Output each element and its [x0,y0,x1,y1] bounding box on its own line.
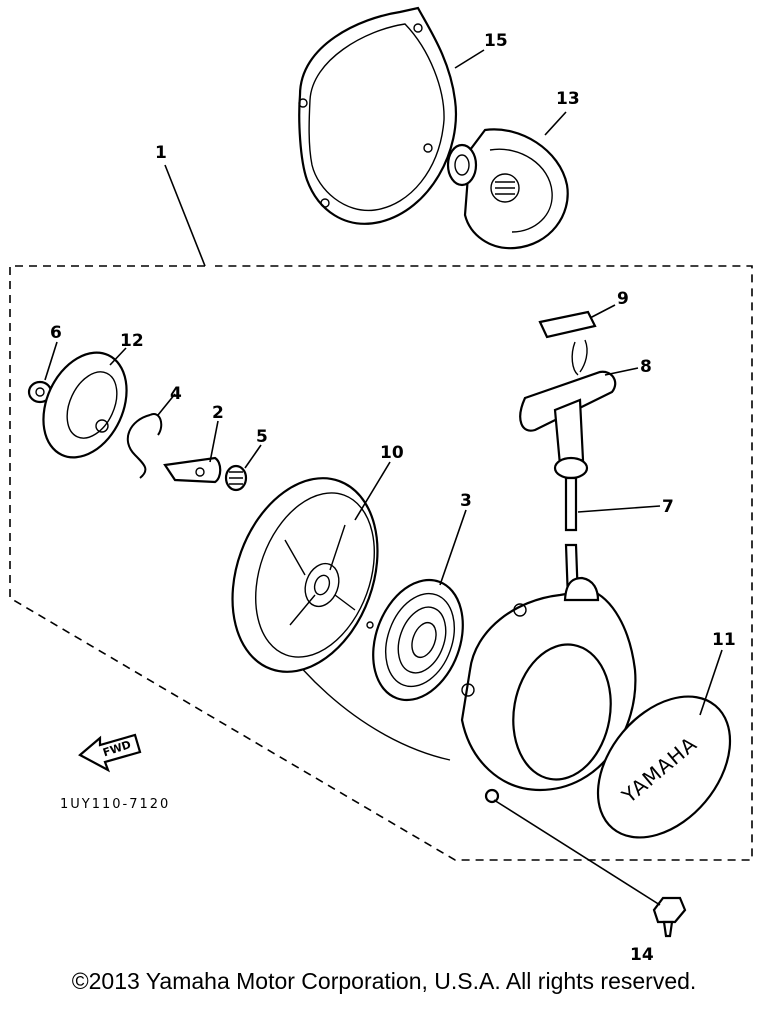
part-10-drum[interactable] [207,458,403,692]
callout-14: 14 [630,945,654,965]
assembly-boundary [9,265,753,861]
callout-6: 6 [50,323,62,343]
part-4-spring[interactable] [126,413,163,479]
callout-9: 9 [617,289,629,309]
callout-5: 5 [256,427,268,447]
part-8-handle[interactable] [519,339,617,480]
part-2-pawl[interactable] [163,456,222,484]
part-12-plate[interactable] [27,339,142,471]
diagram-code: 1UY110-7120 [60,797,170,812]
part-13-pulley[interactable] [446,128,569,250]
callout-10: 10 [380,443,404,463]
part-3-spring[interactable] [357,567,478,712]
part-6-nut[interactable] [27,380,53,404]
callout-1: 1 [155,143,167,163]
callout-11: 11 [712,630,736,650]
callout-13: 13 [556,89,580,109]
callout-4: 4 [170,384,182,404]
copyright-notice: ©2013 Yamaha Motor Corporation, U.S.A. A… [71,968,697,994]
callout-8: 8 [640,357,652,377]
callout-15: 15 [484,31,508,51]
fwd-arrow: FWD [78,733,142,773]
callout-2: 2 [212,403,224,423]
leader-lines [44,49,723,906]
starter-case[interactable] [460,576,637,804]
part-15-gasket[interactable] [298,6,458,225]
part-11-emblem[interactable]: YAMAHA [571,671,757,863]
callout-3: 3 [460,491,472,511]
part-14-bolt[interactable] [652,896,687,938]
callout-labels: 1 15 13 9 8 7 10 3 11 5 2 4 12 6 14 [50,31,736,965]
part-9-clip[interactable] [538,310,597,339]
callout-12: 12 [120,331,144,351]
callout-7: 7 [662,497,674,517]
part-5-spring[interactable] [224,464,248,492]
